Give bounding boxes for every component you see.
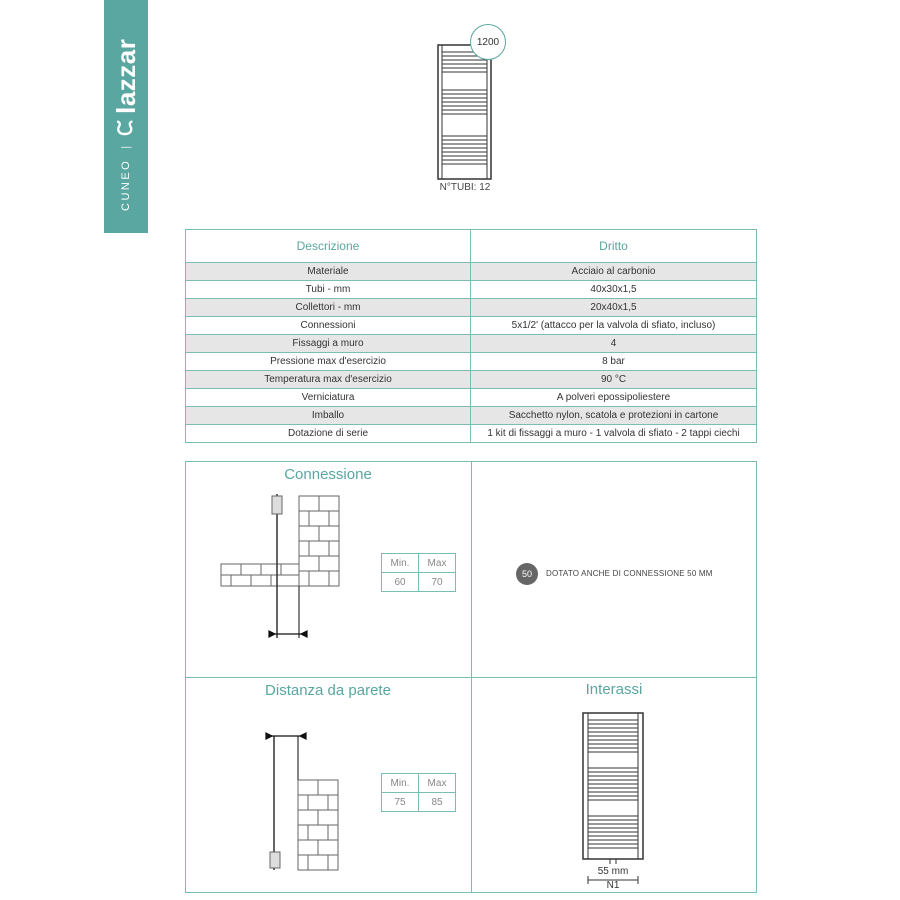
spec-label: Temperatura max d'esercizio xyxy=(185,370,471,389)
spec-value: 5x1/2' (attacco per la valvola di sfiato… xyxy=(470,316,757,335)
connessione-title: Connessione xyxy=(284,466,372,483)
min-header: Min. xyxy=(381,773,419,793)
connection-50-badge: 50 xyxy=(516,563,538,585)
brand-separator: | xyxy=(120,145,132,149)
connection-50-note: DOTATO ANCHE DI CONNESSIONE 50 MM xyxy=(546,569,713,578)
tubes-count-label: N°TUBI: 12 xyxy=(439,182,491,193)
spec-label: Tubi - mm xyxy=(185,280,471,299)
wall-distance-diagram-icon xyxy=(265,732,339,871)
spec-label: Pressione max d'esercizio xyxy=(185,352,471,371)
spec-label: Verniciatura xyxy=(185,388,471,407)
max-header: Max xyxy=(418,773,456,793)
spec-value: 90 °C xyxy=(470,370,757,389)
radiator-interaxis-icon xyxy=(582,712,644,884)
spec-value: 40x30x1,5 xyxy=(470,280,757,299)
spec-header-description: Descrizione xyxy=(185,229,471,263)
max-header: Max xyxy=(418,553,456,573)
connection-diagram-icon xyxy=(220,494,340,638)
interaxis-measure: 55 mm xyxy=(597,866,629,877)
spec-label: Fissaggi a muro xyxy=(185,334,471,353)
spec-value: Acciaio al carbonio xyxy=(470,262,757,281)
series-name: CUNEO xyxy=(120,158,132,211)
min-header: Min. xyxy=(381,553,419,573)
capacity-badge: 1200 xyxy=(470,24,506,60)
brand-sidebar: CUNEO | ᙅ lazzar xyxy=(104,0,148,233)
min-value: 75 xyxy=(381,792,419,812)
spec-label: Collettori - mm xyxy=(185,298,471,317)
spec-header-model: Dritto xyxy=(470,229,757,263)
grid-divider-horizontal xyxy=(186,677,756,679)
spec-label: Dotazione di serie xyxy=(185,424,471,443)
lazzarini-logo-icon: ᙅ xyxy=(114,119,137,136)
spec-value: 1 kit di fissaggi a muro - 1 valvola di … xyxy=(470,424,757,443)
spec-value: Sacchetto nylon, scatola e protezioni in… xyxy=(470,406,757,425)
spec-value: 8 bar xyxy=(470,352,757,371)
brand-logo: lazzar xyxy=(110,38,141,114)
radiator-front-icon xyxy=(437,44,492,180)
spec-label: Imballo xyxy=(185,406,471,425)
distanza-title: Distanza da parete xyxy=(265,682,391,699)
spec-label: Connessioni xyxy=(185,316,471,335)
spec-value: 20x40x1,5 xyxy=(470,298,757,317)
spec-value: 4 xyxy=(470,334,757,353)
brand-text: CUNEO | ᙅ lazzar xyxy=(104,0,148,233)
spec-header-row: Descrizione Dritto xyxy=(185,229,757,263)
spec-value: A polveri epossipoliestere xyxy=(470,388,757,407)
max-value: 70 xyxy=(418,572,456,592)
info-grid xyxy=(185,461,757,893)
min-value: 60 xyxy=(381,572,419,592)
max-value: 85 xyxy=(418,792,456,812)
interassi-title: Interassi xyxy=(585,681,643,698)
spec-label: Materiale xyxy=(185,262,471,281)
interaxis-label: N1 xyxy=(606,880,620,891)
